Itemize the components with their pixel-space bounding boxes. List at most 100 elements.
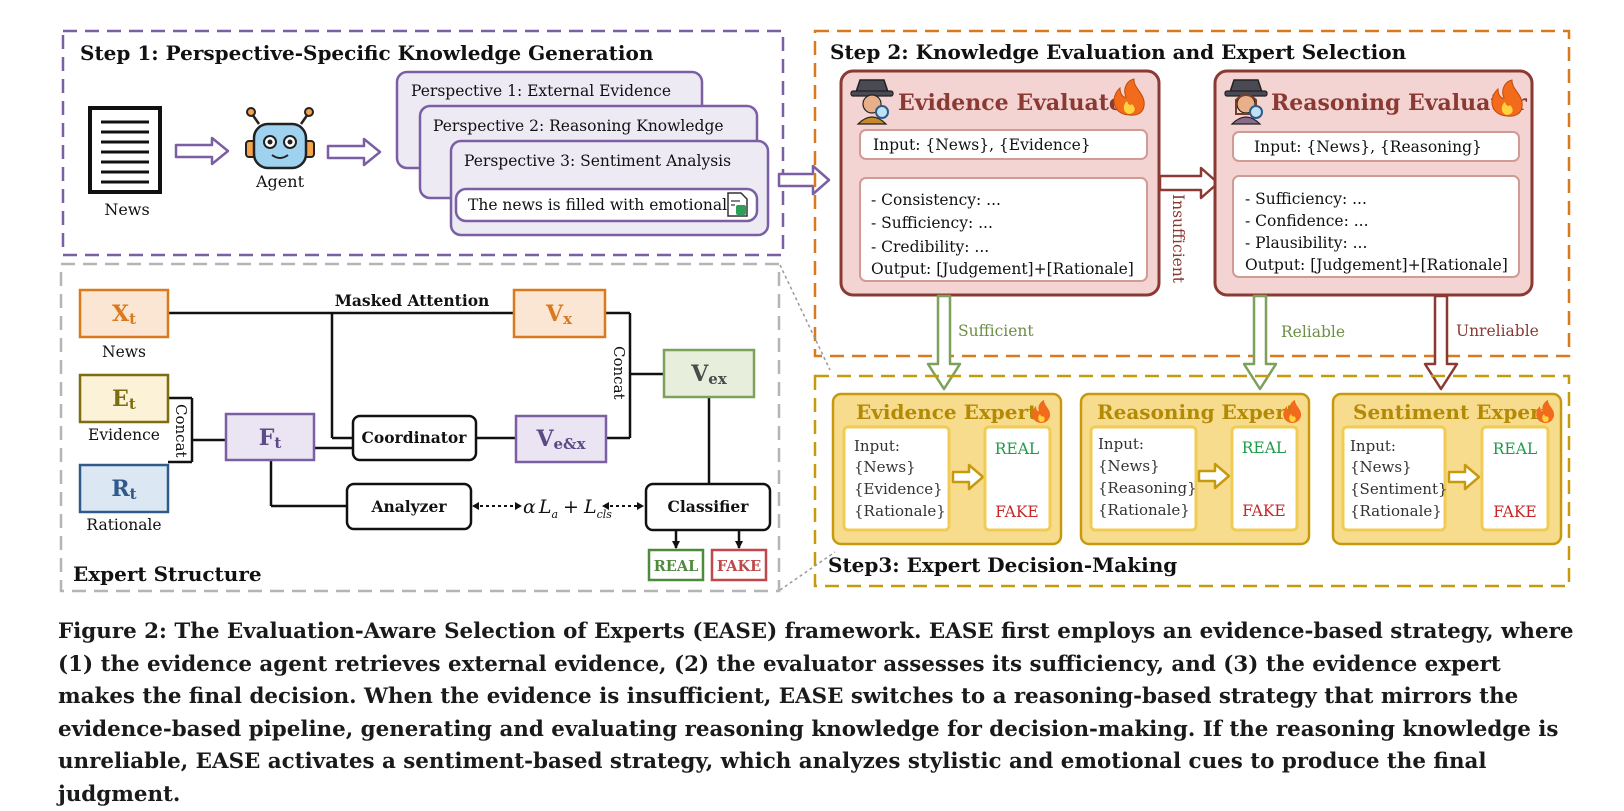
news-document-icon <box>88 106 162 194</box>
xt-label: Xt <box>112 301 136 328</box>
analyzer-label: Analyzer <box>370 497 447 516</box>
reasoning-expert-real: REAL <box>1242 439 1286 457</box>
zoom-guide-line <box>779 551 836 591</box>
reasoning-expert-input-2: {News} <box>1098 457 1160 475</box>
et-evidence-label: Evidence <box>88 426 160 444</box>
evidence-criterion-1: - Consistency: ... <box>871 191 1001 209</box>
ft-node <box>224 412 316 462</box>
step3-title: Step3: Expert Decision-Making <box>828 553 1177 577</box>
sentiment-expert-output-box <box>1480 425 1550 532</box>
evidence-expert-output-box <box>983 425 1052 532</box>
reasoning-evaluator-output: Output: [Judgement]+[Rationale] <box>1245 256 1508 274</box>
xt-node <box>78 288 170 339</box>
reasoning-expert-arrow <box>1197 462 1231 490</box>
sentiment-expert-input-3: {Sentiment} <box>1350 480 1448 498</box>
unreliable-arrow <box>1423 294 1459 391</box>
reasoning-expert-input-4: {Rationale} <box>1098 501 1190 519</box>
concat-left-label: Concat <box>172 404 190 458</box>
sentiment-expert-input-1: Input: <box>1350 437 1396 455</box>
rt-label: Rt <box>111 476 136 503</box>
zoom-guide-line <box>779 264 831 371</box>
evidence-criterion-2: - Sufficiency: ... <box>871 214 993 232</box>
vex-node <box>662 348 756 399</box>
loss-arrowhead <box>637 502 644 510</box>
loss-arrowhead <box>472 502 479 510</box>
xt-news-label: News <box>102 343 146 361</box>
reasoning-expert-fake: FAKE <box>1242 502 1286 520</box>
evidence-criterion-3: - Credibility: ... <box>871 238 989 256</box>
rt-rationale-label: Rationale <box>86 516 161 534</box>
news-label: News <box>104 200 149 219</box>
evidence-evaluator-input-box <box>859 129 1148 160</box>
evidence-expert-arrow <box>951 463 985 491</box>
file-chart-icon <box>727 192 748 217</box>
step3-panel <box>813 374 1571 588</box>
reasoning-criterion-2: - Confidence: ... <box>1245 212 1369 230</box>
reasoning-expert-input-3: {Reasoning} <box>1098 479 1197 497</box>
evidence-evaluator-input: Input: {News}, {Evidence} <box>873 136 1091 154</box>
reasoning-criterion-3: - Plausibility: ... <box>1245 234 1367 252</box>
evidence-expert-input-2: {News} <box>854 458 916 476</box>
sentiment-expert-title: Sentiment Expert <box>1353 400 1551 424</box>
classifier-label: Classifier <box>668 497 750 516</box>
fake-stamp <box>710 548 768 582</box>
vex-label: Vex <box>690 361 728 388</box>
sentiment-expert-arrow <box>1447 463 1481 491</box>
rt-node <box>78 463 170 514</box>
sufficient-label: Sufficient <box>958 322 1034 340</box>
evidence-expert-input-box <box>842 425 951 532</box>
sentiment-text-box <box>454 187 759 223</box>
sentiment-expert-input-box <box>1341 425 1447 532</box>
step1-panel <box>61 29 785 257</box>
robot-agent-icon <box>245 107 315 170</box>
structure-connectors <box>168 311 711 508</box>
expert-structure-panel <box>59 262 781 593</box>
vex2-label: Ve&x <box>535 426 586 453</box>
reasoning-expert-output-box <box>1230 425 1299 532</box>
reasoning-expert-input-1: Input: <box>1098 435 1144 453</box>
insufficient-label: Insufficient <box>1169 194 1187 284</box>
figure-caption: Figure 2: The Evaluation-Aware Selection… <box>58 619 1574 807</box>
arrow-agent-to-perspectives <box>326 137 382 167</box>
perspective-2-label: Perspective 2: Reasoning Knowledge <box>433 117 724 135</box>
vx-label: Vx <box>545 301 573 328</box>
sentiment-expert-input-4: {Rationale} <box>1350 502 1442 520</box>
insufficient-arrow <box>1158 166 1220 200</box>
analyzer-box <box>345 482 473 531</box>
detective-icon <box>850 79 894 125</box>
vex2-node <box>514 414 608 464</box>
agent-label: Agent <box>255 172 305 191</box>
reasoning-evaluator-criteria-box <box>1232 175 1520 278</box>
perspective-3-label: Perspective 3: Sentiment Analysis <box>464 152 731 170</box>
reasoning-expert-input-box <box>1089 425 1198 532</box>
reasoning-evaluator-input-box <box>1232 131 1520 162</box>
evidence-expert-input-3: {Evidence} <box>854 480 943 498</box>
fire-icon <box>1032 400 1051 423</box>
detective-woman-icon <box>1224 79 1268 125</box>
evidence-expert-input-1: Input: <box>854 437 900 455</box>
fire-icon <box>1491 79 1523 117</box>
concat-right-label: Concat <box>610 346 628 400</box>
et-node <box>78 373 170 424</box>
reasoning-evaluator-title: Reasoning Evaluator <box>1271 90 1527 116</box>
reasoning-evaluator-input: Input: {News}, {Reasoning} <box>1254 138 1482 156</box>
framework-diagram: Step 1: Perspective-Specific Knowledge G… <box>59 29 1571 593</box>
masked-attention-label: Masked Attention <box>335 291 490 310</box>
loss-arrowhead <box>602 502 609 510</box>
fire-icon <box>1536 400 1555 423</box>
perspective-1-label: Perspective 1: External Evidence <box>411 82 671 100</box>
fire-icon <box>1283 400 1302 423</box>
classifier-box <box>644 482 772 532</box>
real-stamp <box>647 548 705 582</box>
sentiment-text: The news is filled with emotional... <box>468 196 742 214</box>
evidence-evaluator-output: Output: [Judgement]+[Rationale] <box>871 260 1134 278</box>
fire-icon <box>1113 78 1145 116</box>
fake-stamp-label: FAKE <box>717 558 761 575</box>
reasoning-expert-title: Reasoning Expert <box>1097 400 1296 424</box>
sentiment-expert-real: REAL <box>1493 440 1537 458</box>
evidence-expert-real: REAL <box>995 440 1039 458</box>
sentiment-expert-input-2: {News} <box>1350 458 1412 476</box>
vx-node <box>512 288 607 339</box>
reasoning-criterion-1: - Sufficiency: ... <box>1245 190 1367 208</box>
arrow-step1-to-step2 <box>777 164 831 196</box>
